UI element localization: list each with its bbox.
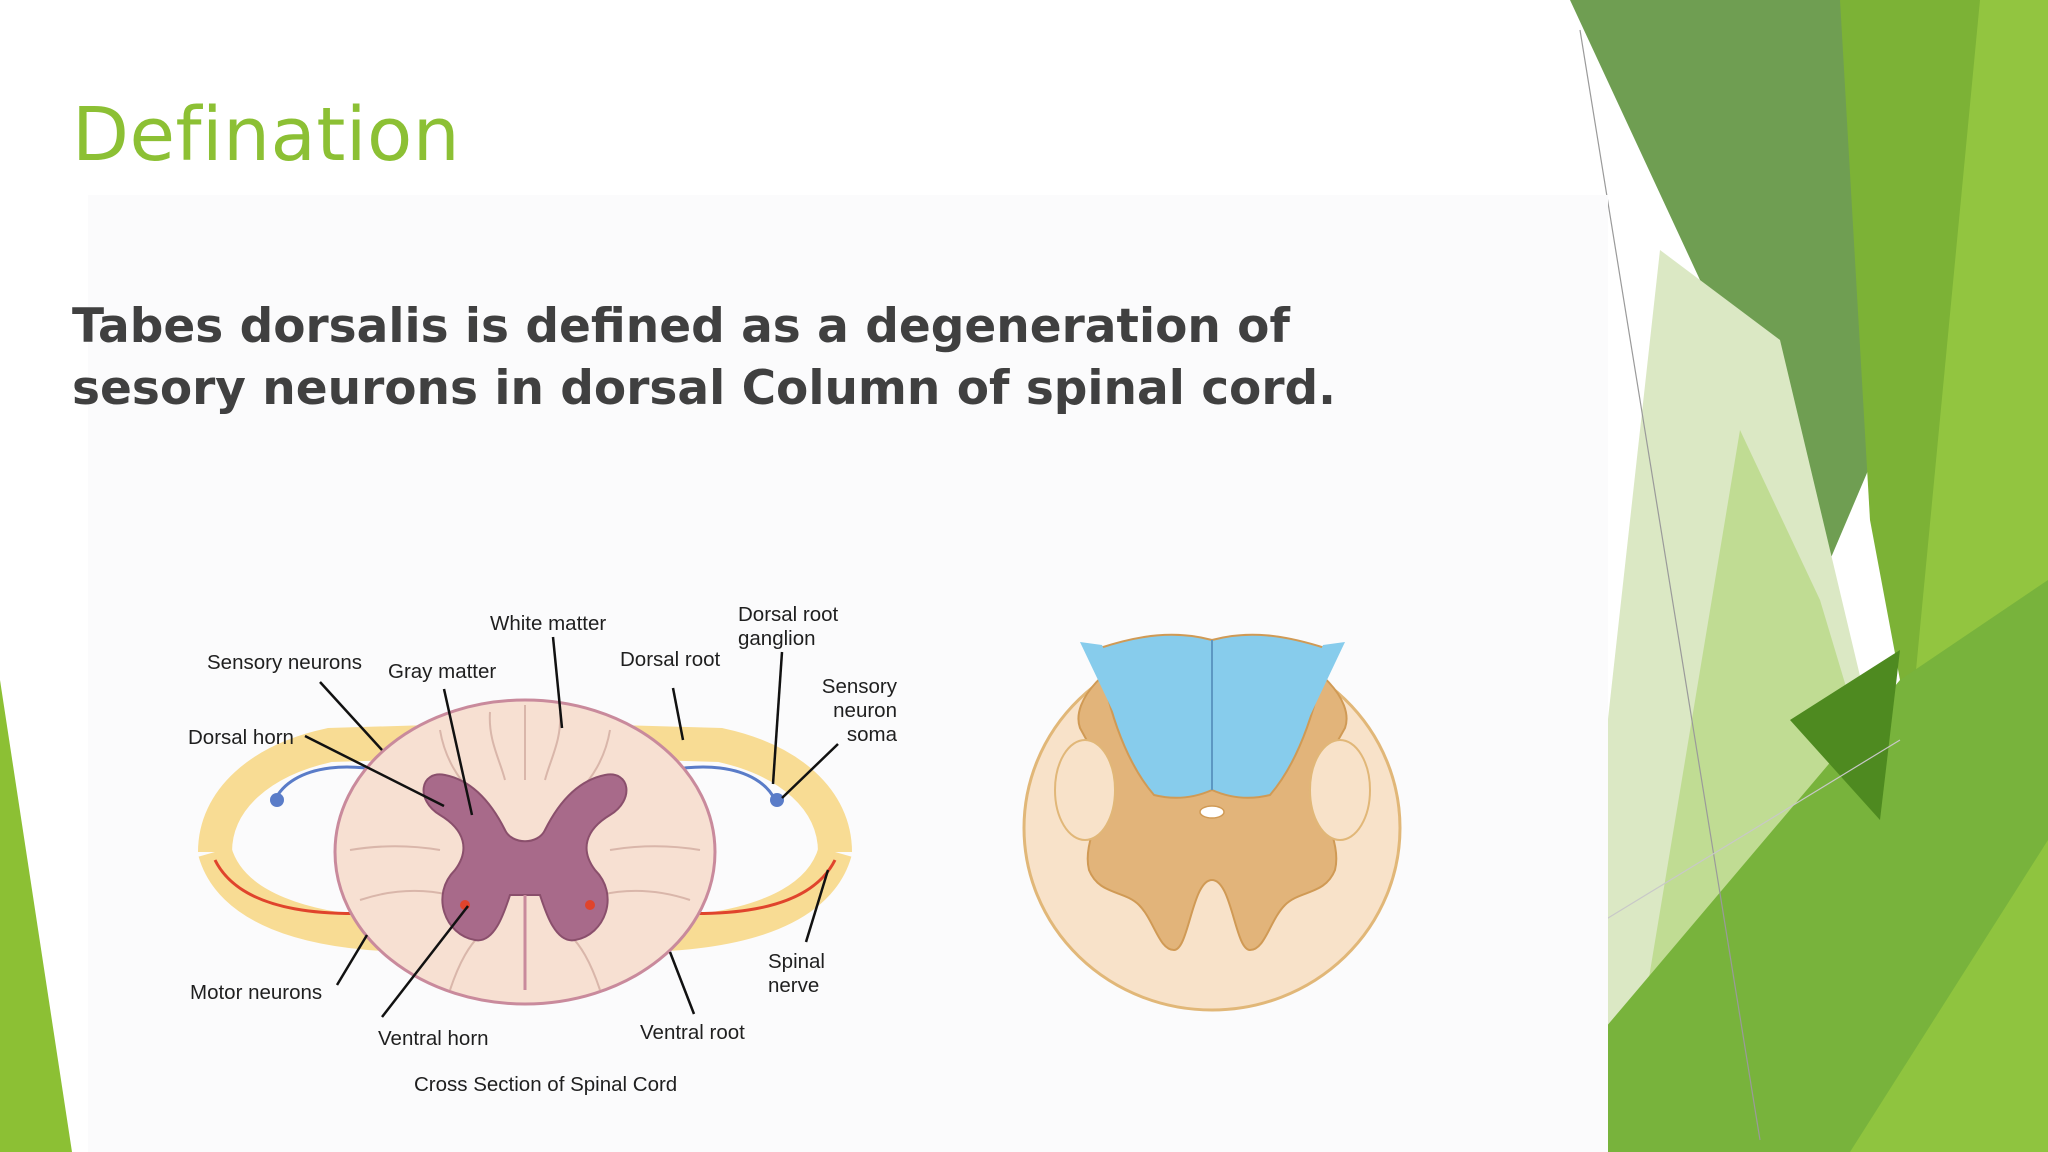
slide-title: Defination	[72, 92, 461, 178]
label-ventral-root: Ventral root	[640, 1021, 745, 1044]
spinal-cord-illustration: White matter Dorsal root ganglion Sensor…	[188, 603, 1402, 1096]
definition-text: Tabes dorsalis is defined as a degenerat…	[72, 299, 1337, 416]
label-spinal-nerve-line2: nerve	[768, 974, 819, 997]
left-spinal-cord-diagram: White matter Dorsal root ganglion Sensor…	[188, 603, 898, 1096]
label-gray-matter: Gray matter	[388, 660, 496, 683]
right-spinal-cord-diagram	[1022, 633, 1402, 1012]
figure-background	[88, 195, 1608, 1152]
label-ventral-horn: Ventral horn	[378, 1027, 489, 1050]
label-sensory-neuron-soma-line2: neuron	[833, 699, 897, 722]
figure-caption: Cross Section of Spinal Cord	[414, 1073, 677, 1096]
label-spinal-nerve-line1: Spinal	[768, 950, 825, 973]
label-sensory-neuron-soma-line3: soma	[847, 723, 898, 746]
label-dorsal-root-ganglion-line2: ganglion	[738, 627, 816, 650]
label-white-matter: White matter	[490, 612, 606, 635]
label-dorsal-horn: Dorsal horn	[188, 726, 294, 749]
label-motor-neurons: Motor neurons	[190, 981, 322, 1004]
label-sensory-neurons: Sensory neurons	[207, 651, 362, 674]
label-sensory-neuron-soma-line1: Sensory	[822, 675, 898, 698]
label-dorsal-root-ganglion-line1: Dorsal root	[738, 603, 839, 626]
label-dorsal-root: Dorsal root	[620, 648, 721, 671]
